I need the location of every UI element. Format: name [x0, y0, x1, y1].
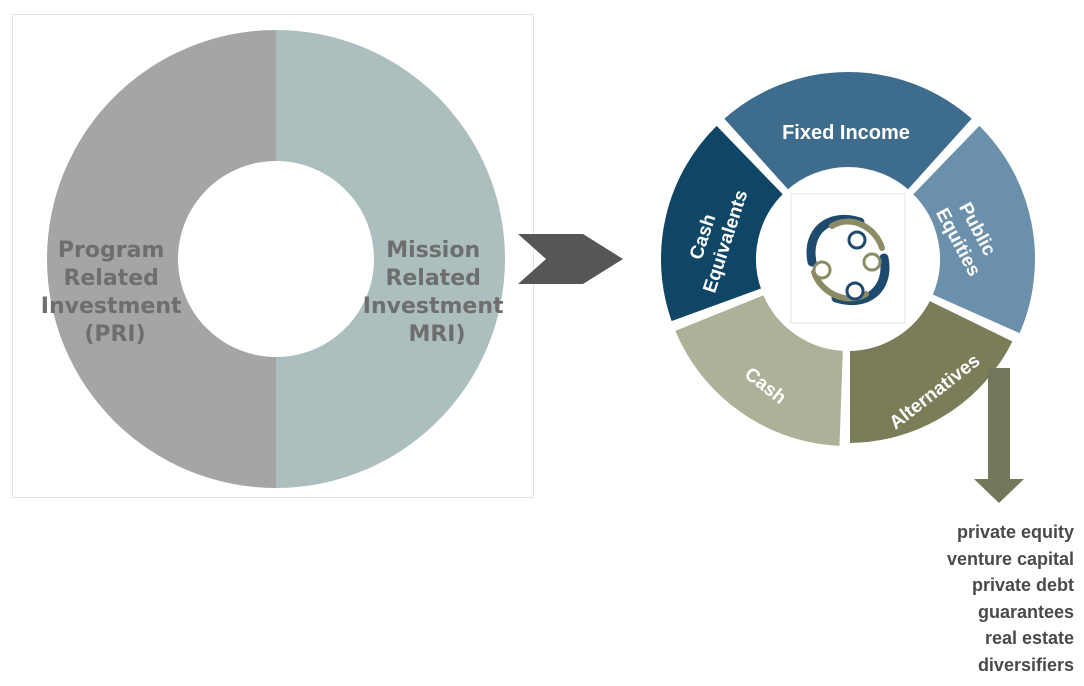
- list-item: real estate: [984, 628, 1074, 648]
- pri-mri-panel: Program Related Investment (PRI) Mission…: [12, 14, 534, 498]
- public-equities-segment: [907, 120, 1039, 339]
- list-item: venture capital: [946, 548, 1074, 569]
- list-item: private equity: [956, 522, 1074, 542]
- pri-label: Program Related Investment (PRI): [41, 238, 189, 347]
- fixed-income-label: Fixed Income: [782, 122, 910, 144]
- mri-label: Mission Related Investment MRI): [363, 238, 511, 347]
- cash-segment: [670, 290, 847, 450]
- list-item: guarantees: [977, 601, 1074, 622]
- asset-class-wheel: [657, 68, 1039, 450]
- flow-arrow-icon: [518, 234, 623, 284]
- cash-equivalents-segment: [657, 120, 789, 327]
- list-item: private debt: [971, 575, 1074, 595]
- alternatives-segment: [846, 295, 1018, 448]
- mri-segment: [276, 30, 506, 488]
- people-circle-logo-icon: [790, 193, 906, 324]
- pri-mri-donut: Program Related Investment (PRI) Mission…: [41, 30, 511, 489]
- fixed-income-segment: [718, 68, 978, 195]
- alternatives-down-arrow-icon: [974, 368, 1024, 503]
- list-item: diversifiers: [977, 654, 1074, 675]
- alternatives-detail-list: private equity venture capital private d…: [854, 519, 1074, 678]
- pri-segment: [46, 30, 276, 489]
